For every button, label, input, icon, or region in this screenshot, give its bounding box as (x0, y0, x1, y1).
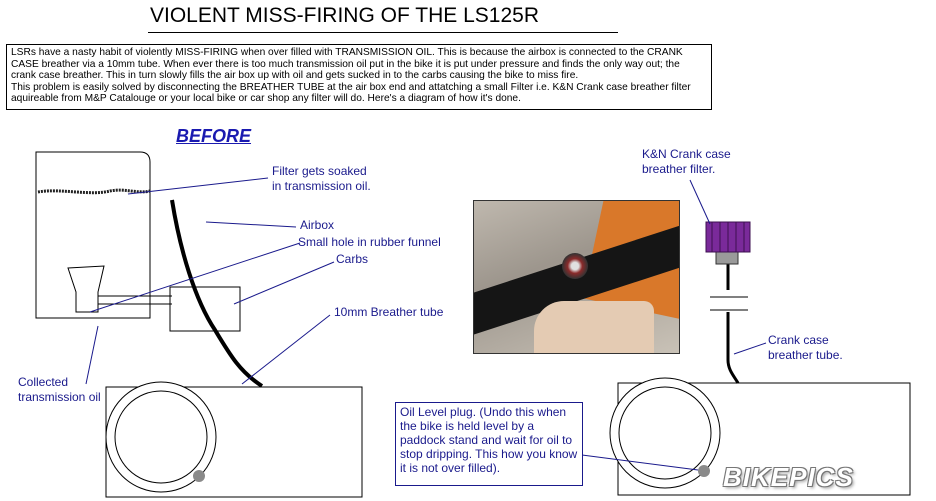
leader-small-hole (89, 242, 301, 313)
breather-tube-right (726, 262, 740, 384)
rubber-funnel (67, 265, 105, 313)
label-crank-tube-2: breather tube. (768, 348, 843, 362)
oil-plug-left (193, 470, 205, 482)
label-collected-1: Collected (18, 375, 69, 389)
soaked-filter-band (37, 188, 151, 195)
title-underline (148, 32, 618, 33)
breather-tube-left (170, 199, 264, 388)
label-airbox: Airbox (300, 218, 335, 232)
photo-breather-fitting (562, 253, 588, 279)
label-collected-2: transmission oil (18, 390, 101, 404)
oil-plug-right (698, 465, 710, 477)
leader-collected (85, 325, 99, 385)
leader-carbs (233, 261, 335, 305)
intro-paragraph-1: LSRs have a nasty habit of violently MIS… (11, 47, 683, 81)
engine-wheel-outer-left (105, 381, 217, 493)
label-kn-1: K&N Crank case (642, 147, 731, 161)
oil-level-note: Oil Level plug. (Undo this when the bike… (395, 402, 583, 486)
airbox-outline (35, 151, 151, 319)
label-kn-2: breather filter. (642, 162, 716, 176)
leader-airbox (205, 221, 297, 228)
leader-crank-tube (733, 342, 767, 355)
bikepics-watermark-logo: BIKEPICS (723, 462, 854, 492)
before-heading: BEFORE (176, 126, 252, 146)
intro-paragraph-2: This problem is easily solved by disconn… (11, 81, 691, 105)
airbox-to-carbs-pipe (98, 295, 172, 305)
label-small-hole: Small hole in rubber funnel (298, 235, 441, 249)
label-crank-tube-1: Crank case (768, 333, 829, 347)
label-breather-tube: 10mm Breather tube (334, 305, 444, 319)
engine-wheel-inner-right (618, 386, 712, 480)
engine-wheel-inner-left (114, 390, 208, 484)
leader-oil-plug (581, 454, 699, 471)
leader-breather (241, 314, 331, 385)
leader-filter (127, 177, 269, 195)
label-filter-soaked-2: in transmission oil. (272, 179, 371, 193)
leader-kn (689, 179, 711, 225)
page-title: VIOLENT MISS-FIRING OF THE LS125R (150, 4, 539, 27)
breather-photo (473, 200, 680, 354)
intro-textbox: LSRs have a nasty habit of violently MIS… (6, 44, 712, 110)
engine-wheel-outer-right (609, 377, 721, 489)
label-carbs: Carbs (336, 252, 369, 266)
carbs-body (169, 286, 241, 332)
photo-hand (534, 301, 654, 353)
filter-clamp (715, 251, 739, 265)
label-filter-soaked-1: Filter gets soaked (272, 164, 367, 178)
